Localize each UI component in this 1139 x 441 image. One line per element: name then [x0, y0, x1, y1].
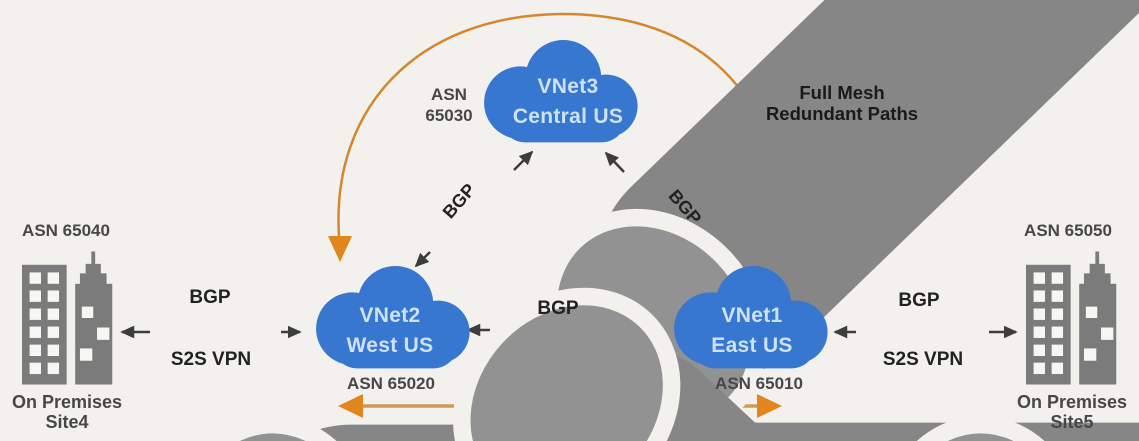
- full-mesh-annotation: Full Mesh Redundant Paths: [758, 82, 926, 124]
- span-arrowhead-right: [757, 394, 782, 418]
- arrow-to-vnet3-left: [513, 150, 534, 171]
- full-mesh-line1: Full Mesh: [799, 82, 885, 103]
- vnet3-asn-label: ASN 65030: [418, 84, 480, 126]
- vnet1-label: VNet1 East US: [670, 301, 834, 361]
- site5-label-line1: On Premises: [1016, 392, 1128, 412]
- arrow-to-vnet2-top: [414, 251, 431, 268]
- vnet3-label: VNet3 Central US: [488, 72, 648, 132]
- vnet2-vnet1-bgp-label: BGP: [537, 298, 579, 319]
- site5-label-line2: Site5: [1050, 412, 1094, 432]
- site4-label-line1: On Premises: [11, 392, 123, 412]
- vnet2-name: VNet2: [359, 304, 421, 327]
- vnet1-region: East US: [711, 334, 793, 357]
- site4-vnet2-bgp-label: BGP: [189, 287, 231, 308]
- site4-buildings-icon: [22, 251, 113, 385]
- vnet3-asn-line2: 65030: [425, 106, 473, 125]
- vnet3-asn-line1: ASN: [431, 85, 467, 104]
- vnet2-asn-label: ASN 65020: [347, 374, 435, 393]
- vnet2-region: West US: [346, 334, 434, 357]
- site5-buildings-icon: [1026, 251, 1117, 385]
- vnet3-region: Central US: [512, 105, 624, 128]
- site4-vnet2-s2svpn-label: S2S VPN: [170, 349, 252, 370]
- vnet1-site5-s2svpn-label: S2S VPN: [882, 349, 964, 370]
- site5-asn-label: ASN 65050: [1024, 221, 1112, 240]
- vnet2-label: VNet2 West US: [308, 301, 472, 361]
- vnet1-site5-bgp-label: BGP: [898, 290, 940, 311]
- span-arrowhead-left: [338, 394, 363, 418]
- vnet1-name: VNet1: [721, 304, 783, 327]
- arc-arrowhead-left: [328, 236, 352, 262]
- site4-asn-label: ASN 65040: [22, 221, 110, 240]
- site4-label-line2: Site4: [45, 412, 89, 432]
- full-mesh-line2: Redundant Paths: [765, 103, 919, 124]
- vnet3-name: VNet3: [537, 75, 599, 98]
- site5-label: On Premises Site5: [1006, 392, 1138, 432]
- arrow-to-vnet3-right: [604, 151, 625, 173]
- site4-label: On Premises Site4: [2, 392, 132, 432]
- vnet1-asn-label: ASN 65010: [715, 374, 803, 393]
